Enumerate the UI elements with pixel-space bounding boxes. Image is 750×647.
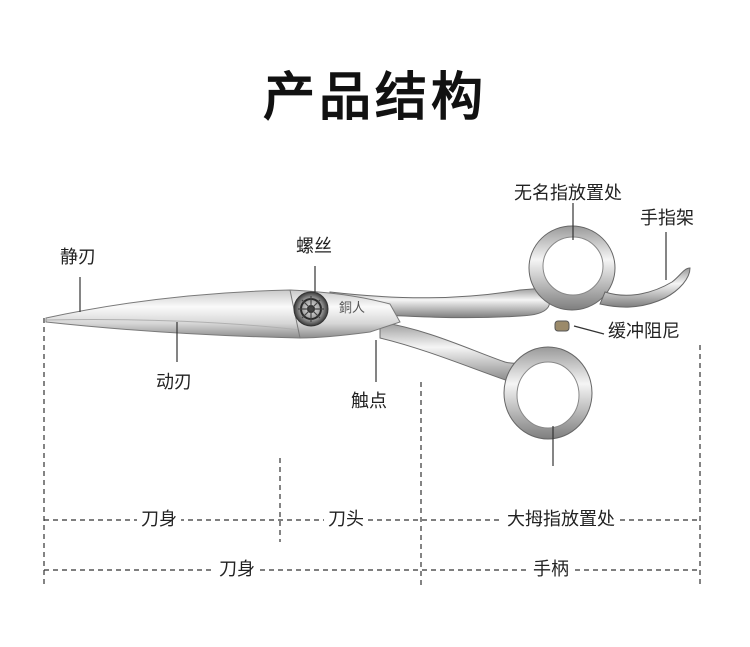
dim-blade-body-short: 刀身 (137, 511, 181, 529)
screw-label: 螺丝 (296, 238, 332, 256)
static-blade-label: 静刃 (60, 249, 96, 267)
dimension-lines (44, 318, 700, 587)
logo-engraving: 銅人 (339, 302, 365, 315)
dim-thumb-hole: 大拇指放置处 (503, 511, 619, 529)
damper-label: 缓冲阻尼 (608, 323, 680, 341)
finger-hole-label: 无名指放置处 (514, 185, 622, 203)
damper-bumper (555, 321, 569, 331)
moving-blade-label: 动刃 (156, 374, 192, 392)
screw (294, 292, 328, 326)
dim-handle: 手柄 (529, 561, 573, 579)
dim-blade-head: 刀头 (324, 511, 368, 529)
dim-blade-body-long: 刀身 (215, 561, 259, 579)
thumb-handle (380, 322, 592, 439)
finger-rest-label: 手指架 (640, 210, 694, 228)
contact-point-label: 触点 (351, 393, 387, 411)
